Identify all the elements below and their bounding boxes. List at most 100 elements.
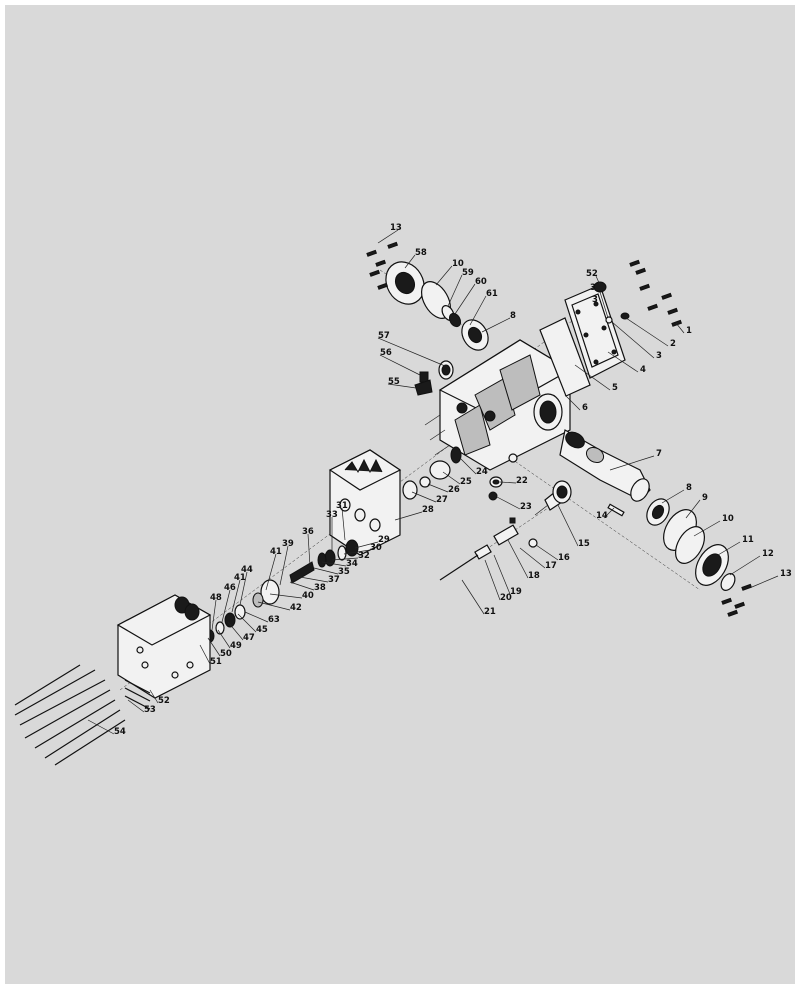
rear-cover xyxy=(564,284,626,379)
part-number-label: 16 xyxy=(558,553,570,563)
valve-stack xyxy=(252,539,359,608)
part-number-label: 25 xyxy=(460,477,472,487)
callout-leader-line xyxy=(239,571,248,606)
part-number-label: 18 xyxy=(528,571,540,581)
callout-leader-line xyxy=(387,383,417,389)
callout-leader-line xyxy=(211,599,217,631)
callout-leader-line xyxy=(442,471,461,485)
callout-leader-line xyxy=(269,593,303,599)
callout-leader-line xyxy=(279,545,289,586)
callout-leader-line xyxy=(199,644,211,665)
part-number-label: 10 xyxy=(722,514,734,524)
part-number-label: 44 xyxy=(241,565,253,575)
callout-leader-line xyxy=(237,613,257,633)
callout-leader-line xyxy=(87,719,115,735)
part-number-label: 41 xyxy=(234,573,246,583)
part-number-label: 35 xyxy=(338,567,350,577)
callout-leader-line xyxy=(331,557,359,561)
callout-leader-line xyxy=(609,455,655,471)
callout-leader-line xyxy=(469,295,487,326)
callout-leader-line xyxy=(343,549,371,555)
left-cover-bolts xyxy=(366,241,399,290)
part-number-label: 12 xyxy=(762,549,774,559)
part-number-label: 8 xyxy=(686,483,692,493)
part-number-label: 28 xyxy=(422,505,434,515)
part-number-label: 48 xyxy=(210,593,222,603)
callout-leader-line xyxy=(459,457,477,475)
part-number-label: 31 xyxy=(336,501,348,511)
pump-head xyxy=(116,594,212,699)
crankcase-body xyxy=(424,339,572,471)
part-number-label: 11 xyxy=(742,535,754,545)
callout-leader-line xyxy=(127,699,145,713)
part-number-label: 50 xyxy=(220,649,232,659)
callout-leader-line xyxy=(265,553,277,591)
callout-leader-line xyxy=(519,547,546,569)
callout-leader-line xyxy=(207,637,221,657)
callout-leader-line xyxy=(484,559,501,601)
part-number-label: 14 xyxy=(596,511,608,521)
callout-leader-line xyxy=(217,629,231,649)
part-number-label: 4 xyxy=(640,365,646,375)
part-number-label: 46 xyxy=(224,583,236,593)
callout-leader-line xyxy=(611,321,655,359)
callout-leader-line xyxy=(661,489,685,504)
callout-leader-line xyxy=(685,499,701,519)
callout-leader-line xyxy=(564,394,581,411)
inlet-valve-stack xyxy=(205,604,246,643)
part-number-label: 3 xyxy=(656,351,662,361)
part-number-label: 26 xyxy=(448,485,460,495)
part-number-label: 42 xyxy=(290,603,302,613)
part-number-label: 27 xyxy=(436,495,448,505)
part-number-label: 13 xyxy=(780,569,792,579)
left-bearing-cover xyxy=(385,261,489,351)
part-number-label: 49 xyxy=(230,641,242,651)
callout-leader-line xyxy=(341,507,346,541)
crosshead-assembly xyxy=(439,517,538,581)
tie-rods xyxy=(14,664,126,766)
part-number-label: 21 xyxy=(484,607,496,617)
callout-leader-line xyxy=(625,317,669,347)
callout-leader-line xyxy=(574,364,611,391)
callout-leader-line xyxy=(461,579,485,615)
part-number-label: 5 xyxy=(612,383,618,393)
part-number-label: 1 xyxy=(686,326,692,336)
oil-sight-parts xyxy=(414,360,454,396)
part-number-label: 33 xyxy=(326,510,338,520)
part-number-label: 52 xyxy=(158,696,170,706)
callout-leader-line xyxy=(404,254,416,269)
callout-labels: 1358105960618575655523312345678910111213… xyxy=(87,223,792,737)
callout-leader-line xyxy=(244,611,269,623)
part-number-label: 24 xyxy=(476,467,488,477)
callout-leader-line xyxy=(493,554,511,595)
cover-gasket xyxy=(539,317,591,397)
seal-group xyxy=(419,446,503,501)
callout-leader-line xyxy=(499,481,517,484)
part-number-label: 3 xyxy=(590,283,596,293)
part-number-label: 3 xyxy=(592,295,598,305)
part-number-label: 41 xyxy=(270,547,282,557)
callout-leader-line xyxy=(377,337,446,367)
callout-leader-line xyxy=(377,229,399,244)
callout-leader-line xyxy=(481,317,511,333)
callout-leader-line xyxy=(435,265,453,286)
part-number-label: 63 xyxy=(268,615,280,625)
part-number-label: 61 xyxy=(486,289,498,299)
part-number-label: 39 xyxy=(282,539,294,549)
part-number-label: 19 xyxy=(510,587,522,597)
manifold-block xyxy=(328,449,418,556)
callout-leader-line xyxy=(379,354,421,376)
part-number-label: 52 xyxy=(586,269,598,279)
part-number-label: 34 xyxy=(346,559,358,569)
part-number-label: 60 xyxy=(475,277,487,287)
callout-leader-line xyxy=(751,575,779,588)
part-number-label: 6 xyxy=(582,403,588,413)
part-number-label: 58 xyxy=(415,248,427,258)
callout-leader-line xyxy=(307,533,311,567)
callout-leader-line xyxy=(693,520,721,537)
part-number-label: 36 xyxy=(302,527,314,537)
part-number-label: 7 xyxy=(656,449,662,459)
callout-leader-line xyxy=(411,491,437,503)
part-number-label: 13 xyxy=(390,223,402,233)
